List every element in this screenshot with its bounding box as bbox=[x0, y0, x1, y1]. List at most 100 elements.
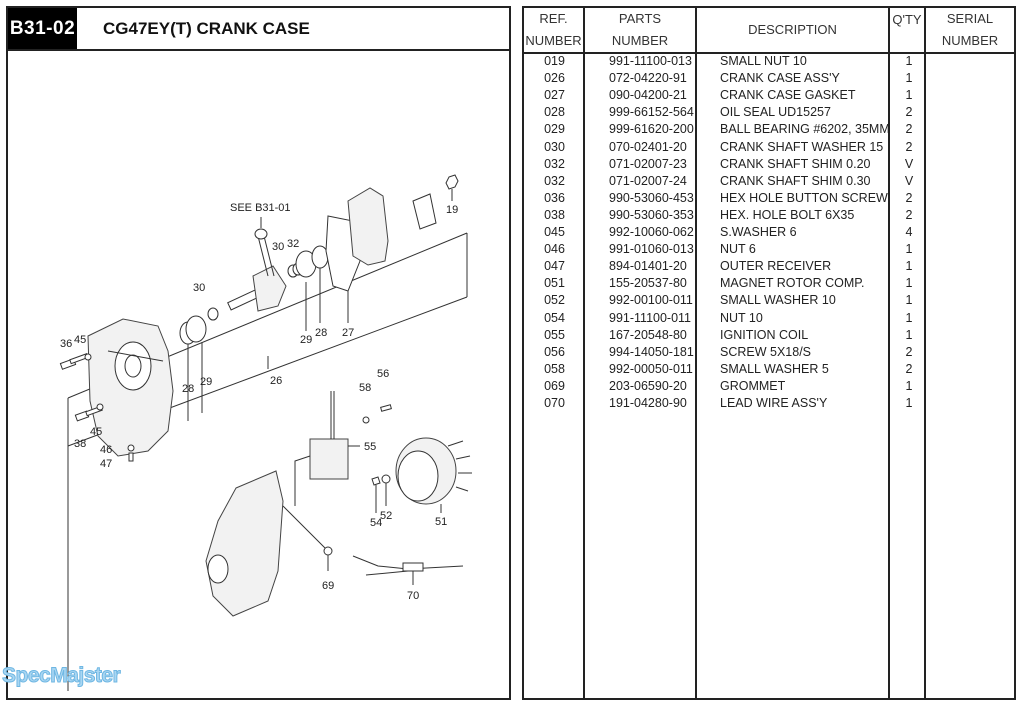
column-header-description: DESCRIPTION bbox=[748, 22, 837, 37]
crankshaft bbox=[227, 228, 287, 312]
description-cell: HEX HOLE BUTTON SCREW bbox=[720, 190, 888, 205]
parts-number-cell: 990-53060-453 bbox=[609, 190, 694, 205]
quantity-cell: 4 bbox=[905, 225, 913, 239]
description-cell: BALL BEARING #6202, 35MM bbox=[720, 122, 890, 137]
parts-number-cell: 070-02401-20 bbox=[609, 139, 687, 154]
callout-see-b31-01: SEE B31-01 bbox=[230, 202, 291, 214]
table-row: 055 167-20548-80 IGNITION COIL 1 bbox=[524, 327, 1014, 344]
description-cell: CRANK CASE ASS'Y bbox=[720, 71, 840, 86]
callout-54: 54 bbox=[370, 517, 382, 529]
callout-52: 52 bbox=[380, 510, 392, 522]
ref-number-cell: 032 bbox=[544, 156, 565, 171]
ref-number-cell: 054 bbox=[544, 310, 565, 325]
ref-number-cell: 055 bbox=[544, 327, 565, 342]
crank-case-half-left bbox=[87, 318, 174, 457]
quantity-cell: 1 bbox=[905, 71, 913, 86]
parts-number-cell: 191-04280-90 bbox=[609, 396, 687, 410]
ref-number-cell: 029 bbox=[544, 122, 565, 137]
description-cell: OIL SEAL UD15257 bbox=[720, 105, 831, 120]
quantity-cell: 2 bbox=[905, 105, 913, 120]
parts-number-cell: 203-06590-20 bbox=[609, 378, 687, 393]
callout-29-right: 29 bbox=[300, 334, 312, 346]
parts-list-table: REF. NUMBER PARTS NUMBER DESCRIPTION Q'T… bbox=[522, 6, 1016, 700]
ref-number-cell: 032 bbox=[544, 173, 565, 188]
description-cell: CRANK SHAFT WASHER 15 bbox=[720, 139, 884, 154]
parts-number-cell: 992-00100-011 bbox=[609, 293, 693, 308]
description-cell: SMALL WASHER 5 bbox=[720, 361, 829, 376]
callout-38: 38 bbox=[74, 438, 86, 450]
callout-26: 26 bbox=[270, 375, 282, 387]
quantity-cell: V bbox=[904, 173, 914, 188]
ref-number-cell: 045 bbox=[544, 225, 565, 239]
parts-number-cell: 999-66152-564 bbox=[609, 105, 694, 120]
crank-case-half-right bbox=[347, 187, 389, 266]
washer-45-b bbox=[96, 403, 104, 411]
callout-28-right: 28 bbox=[315, 327, 327, 339]
callout-27: 27 bbox=[342, 327, 354, 339]
parts-number-cell: 992-10060-062 bbox=[609, 225, 694, 239]
section-header: B31-02 CG47EY(T) CRANK CASE bbox=[8, 8, 509, 51]
quantity-cell: 2 bbox=[905, 344, 913, 359]
quantity-cell: V bbox=[904, 156, 914, 171]
description-cell: NUT 10 bbox=[720, 310, 763, 325]
parts-number-cell: 990-53060-353 bbox=[609, 207, 694, 222]
callout-55: 55 bbox=[364, 441, 376, 453]
column-divider bbox=[924, 8, 926, 698]
description-cell: CRANK CASE GASKET bbox=[720, 88, 856, 103]
description-cell: SCREW 5X18/S bbox=[720, 344, 812, 359]
quantity-cell: 1 bbox=[905, 327, 913, 342]
description-cell: OUTER RECEIVER bbox=[720, 259, 832, 274]
quantity-cell: 1 bbox=[905, 276, 913, 291]
description-cell: CRANK SHAFT SHIM 0.20 bbox=[720, 156, 871, 171]
quantity-cell: 1 bbox=[905, 242, 913, 257]
quantity-cell: 2 bbox=[905, 190, 913, 205]
bolt-36 bbox=[59, 353, 89, 370]
parts-number-cell: 090-04200-21 bbox=[609, 88, 687, 103]
callout-29-left: 29 bbox=[200, 376, 212, 388]
callout-30-left: 30 bbox=[193, 282, 205, 294]
callout-69: 69 bbox=[322, 580, 334, 592]
description-cell: HEX. HOLE BOLT 6X35 bbox=[720, 207, 855, 222]
cover-plate bbox=[412, 193, 437, 230]
quantity-cell: 1 bbox=[905, 259, 913, 274]
description-cell: IGNITION COIL bbox=[720, 327, 809, 342]
ref-number-cell: 051 bbox=[544, 276, 565, 291]
parts-number-cell: 991-11100-013 bbox=[609, 54, 692, 68]
parts-number-cell: 072-04220-91 bbox=[609, 71, 687, 86]
ref-number-cell: 038 bbox=[544, 207, 565, 222]
parts-number-cell: 992-00050-011 bbox=[609, 361, 693, 376]
header-divider bbox=[524, 52, 1014, 54]
parts-number-cell: 167-20548-80 bbox=[609, 327, 687, 342]
ref-number-cell: 030 bbox=[544, 139, 565, 154]
washer-45-a bbox=[84, 353, 92, 361]
grommet-69 bbox=[323, 546, 333, 556]
parts-number-cell: 991-11100-011 bbox=[609, 310, 692, 325]
receiver-47 bbox=[128, 452, 134, 462]
section-code-badge: B31-02 bbox=[8, 8, 77, 49]
column-divider bbox=[583, 8, 585, 698]
parts-number-cell: 991-01060-013 bbox=[609, 242, 694, 257]
column-header-parts-number: PARTS NUMBER bbox=[611, 11, 669, 48]
ref-number-cell: 058 bbox=[544, 361, 565, 376]
description-cell: MAGNET ROTOR COMP. bbox=[720, 276, 865, 291]
description-cell: NUT 6 bbox=[720, 242, 756, 257]
quantity-cell: 2 bbox=[905, 361, 913, 376]
washer-58 bbox=[362, 416, 370, 424]
quantity-cell: 1 bbox=[905, 378, 913, 393]
callout-28-left: 28 bbox=[182, 383, 194, 395]
ref-number-cell: 046 bbox=[544, 242, 565, 257]
callout-58: 58 bbox=[359, 382, 371, 394]
